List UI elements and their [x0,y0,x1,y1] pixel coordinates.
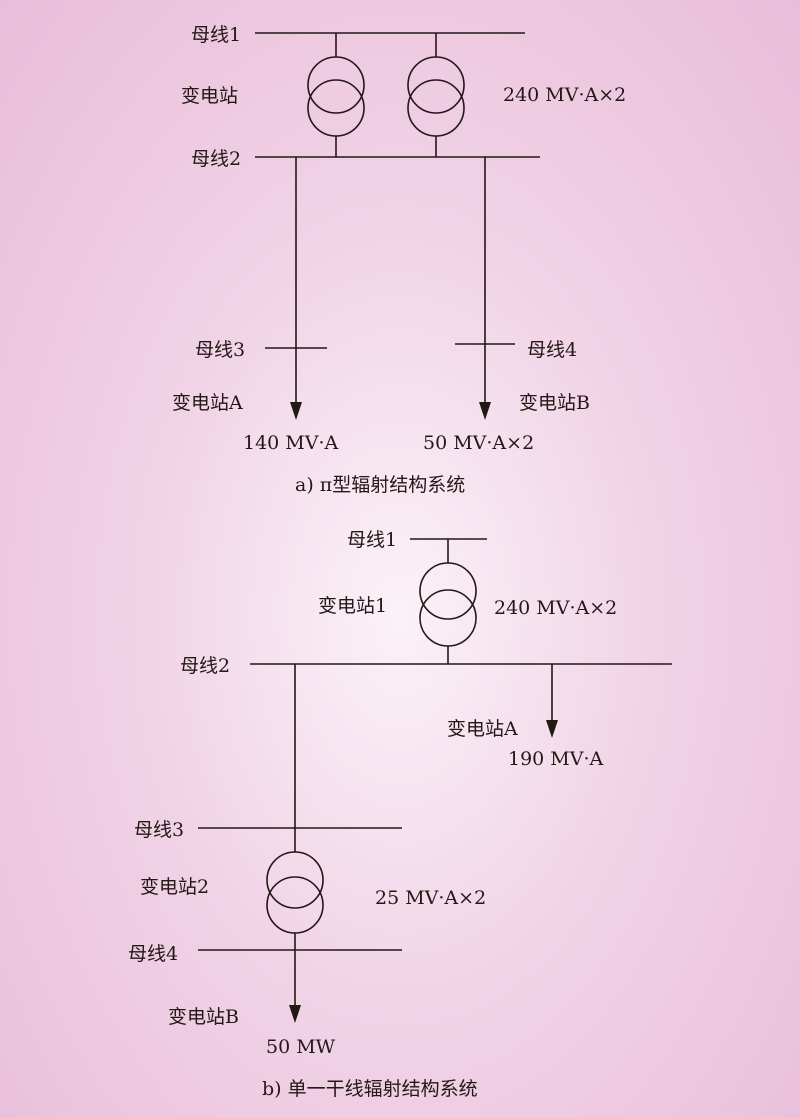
part-b-transformer2-rating: 25 MV·A×2 [375,887,486,909]
part-b-transformer1-lower-winding [419,589,477,647]
part-b-bus1-label: 母线1 [347,529,397,551]
part-b-substation-b-label: 变电站B [168,1006,239,1028]
part-a-transformer1-lower-winding [307,79,365,137]
part-b-bus4-label: 母线4 [128,943,178,965]
part-a-substation-b-label: 变电站B [519,392,590,414]
part-a-transformer-rating: 240 MV·A×2 [503,84,626,106]
part-a-transformer1-upper-winding [307,56,365,114]
part-b-bus3-label: 母线3 [134,819,184,841]
part-b-transformer1-rating: 240 MV·A×2 [494,597,617,619]
part-b-substation2-label: 变电站2 [140,876,209,898]
part-a-transformer2-lower-winding [407,79,465,137]
part-b-transformer2-lower-winding [266,876,324,934]
part-b-transformer2-upper-winding [266,851,324,909]
part-b-bus2-label: 母线2 [180,655,230,677]
part-b-substation1-label: 变电站1 [318,595,387,617]
part-a-bus2-label: 母线2 [191,148,241,170]
part-a-caption: a) π型辐射结构系统 [295,474,465,496]
part-b-substation-a-label: 变电站A [447,718,518,740]
part-a-substation-label: 变电站 [181,85,238,107]
part-b-load-b-value: 50 MW [266,1036,336,1058]
part-b-caption: b) 单一干线辐射结构系统 [262,1078,478,1100]
part-b-diagram: 母线1 变电站1 240 MV·A×2 母线2 变电站A 190 MV·A 母线… [128,529,672,1100]
part-a-bus3-label: 母线3 [195,339,245,361]
part-a-load-b-arrow [479,402,491,420]
part-b-transformer1-upper-winding [419,562,477,620]
part-a-bus1-label: 母线1 [191,24,241,46]
part-b-load-a-value: 190 MV·A [508,748,604,770]
part-a-load-b-value: 50 MV·A×2 [423,432,534,454]
part-a-load-a-arrow [290,402,302,420]
part-a-transformer2-upper-winding [407,56,465,114]
part-a-load-a-value: 140 MV·A [243,432,339,454]
part-b-load-b-arrow [289,1005,301,1023]
part-b-load-a-arrow [546,720,558,738]
part-a-substation-a-label: 变电站A [172,392,243,414]
part-a-diagram: 母线1 变电站 240 MV·A×2 母线2 母线3 变电站A 140 MV·A… [172,24,626,496]
part-a-bus4-label: 母线4 [527,339,577,361]
